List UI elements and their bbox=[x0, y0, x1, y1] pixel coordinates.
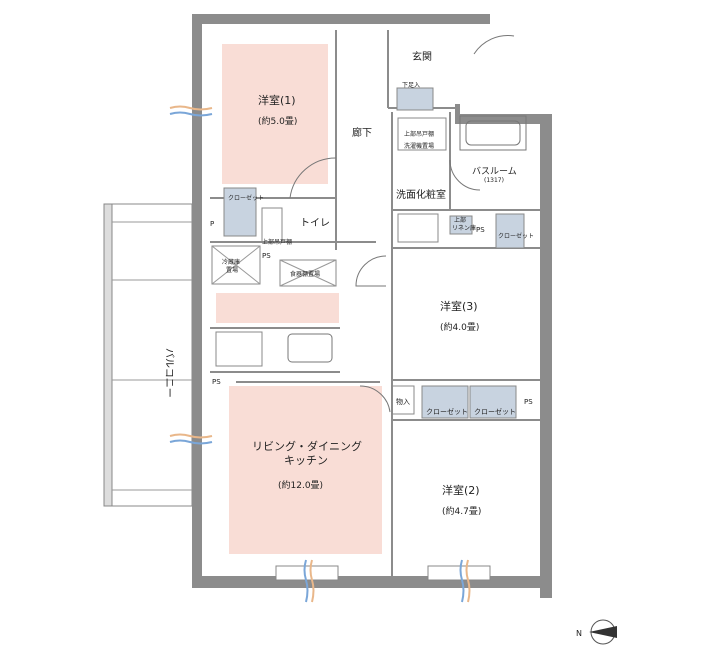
dish-place-label: 食器棚置場 bbox=[290, 270, 320, 278]
hallway-label: 廊下 bbox=[352, 126, 372, 139]
fixtures bbox=[211, 87, 527, 419]
kitchen-counter-highlight bbox=[216, 293, 339, 323]
ldk-size: (約12.0畳) bbox=[278, 479, 323, 491]
western3-name: 洋室(3) bbox=[440, 299, 478, 313]
closet-b-label: クローゼット bbox=[474, 407, 516, 416]
ps-label-1: PS bbox=[262, 252, 271, 260]
storage-label: 物入 bbox=[396, 397, 410, 406]
closet-a-box bbox=[421, 385, 469, 419]
western2-size: (約4.7畳) bbox=[442, 505, 481, 517]
doors bbox=[289, 35, 515, 413]
ldk-name-line1: リビング・ダイニング bbox=[252, 439, 362, 453]
shoe-cabinet-label: 下足入 bbox=[402, 82, 420, 89]
ps-label-4: PS bbox=[524, 398, 533, 406]
toilet-upper-label: 上部吊戸棚 bbox=[262, 238, 292, 246]
washer-upper-label: 上部吊戸棚 bbox=[404, 130, 434, 138]
western1-name: 洋室(1) bbox=[258, 93, 296, 107]
bathroom-label: バスルーム bbox=[472, 166, 517, 177]
western3-size: (約4.0畳) bbox=[440, 321, 479, 333]
shoe-cabinet bbox=[396, 87, 434, 111]
bathroom-size: (1317) bbox=[484, 177, 504, 184]
washroom-label: 洗面化粧室 bbox=[396, 188, 446, 201]
fridge-label: 冷蔵庫 bbox=[222, 258, 240, 266]
compass-icon bbox=[589, 619, 617, 645]
storage-box bbox=[391, 385, 415, 415]
toilet-box bbox=[261, 207, 283, 243]
air-vents bbox=[169, 105, 491, 603]
ldk-floor bbox=[229, 386, 382, 554]
stove bbox=[215, 331, 263, 367]
linen-box bbox=[449, 215, 473, 235]
closet-small-label: クローゼット bbox=[228, 194, 264, 202]
closet-a-label: クローゼット bbox=[426, 407, 468, 416]
dish-box bbox=[279, 259, 337, 287]
linen-label: リネン庫 bbox=[452, 224, 476, 232]
p-label: P bbox=[210, 220, 214, 228]
closet-right-label: クローゼット bbox=[498, 232, 534, 240]
fridge-place-label: 置場 bbox=[226, 266, 238, 274]
closet-small-box bbox=[223, 187, 257, 237]
washer-place-label: 洗濯機置場 bbox=[404, 142, 434, 150]
fridge-box bbox=[211, 245, 261, 285]
washer-box bbox=[397, 117, 447, 151]
sink bbox=[287, 333, 333, 363]
balcony bbox=[103, 203, 193, 507]
closet-right-box bbox=[495, 213, 525, 249]
closet-b-box bbox=[469, 385, 517, 419]
ps-label-2: PS bbox=[476, 226, 485, 234]
western1-floor bbox=[222, 44, 328, 184]
compass-north-label: N bbox=[576, 629, 582, 638]
toilet-label: トイレ bbox=[300, 218, 330, 229]
entrance-label: 玄関 bbox=[412, 50, 432, 63]
ps-label-3: PS bbox=[212, 378, 221, 386]
balcony-label: バルコニー bbox=[163, 348, 175, 398]
ldk-name-line2: キッチン bbox=[284, 454, 328, 467]
washbasin bbox=[397, 213, 439, 243]
western1-size: (約5.0畳) bbox=[258, 115, 297, 127]
bathtub bbox=[459, 115, 527, 151]
linen-upper-label: 上部 bbox=[454, 216, 466, 224]
western2-name: 洋室(2) bbox=[442, 483, 480, 497]
